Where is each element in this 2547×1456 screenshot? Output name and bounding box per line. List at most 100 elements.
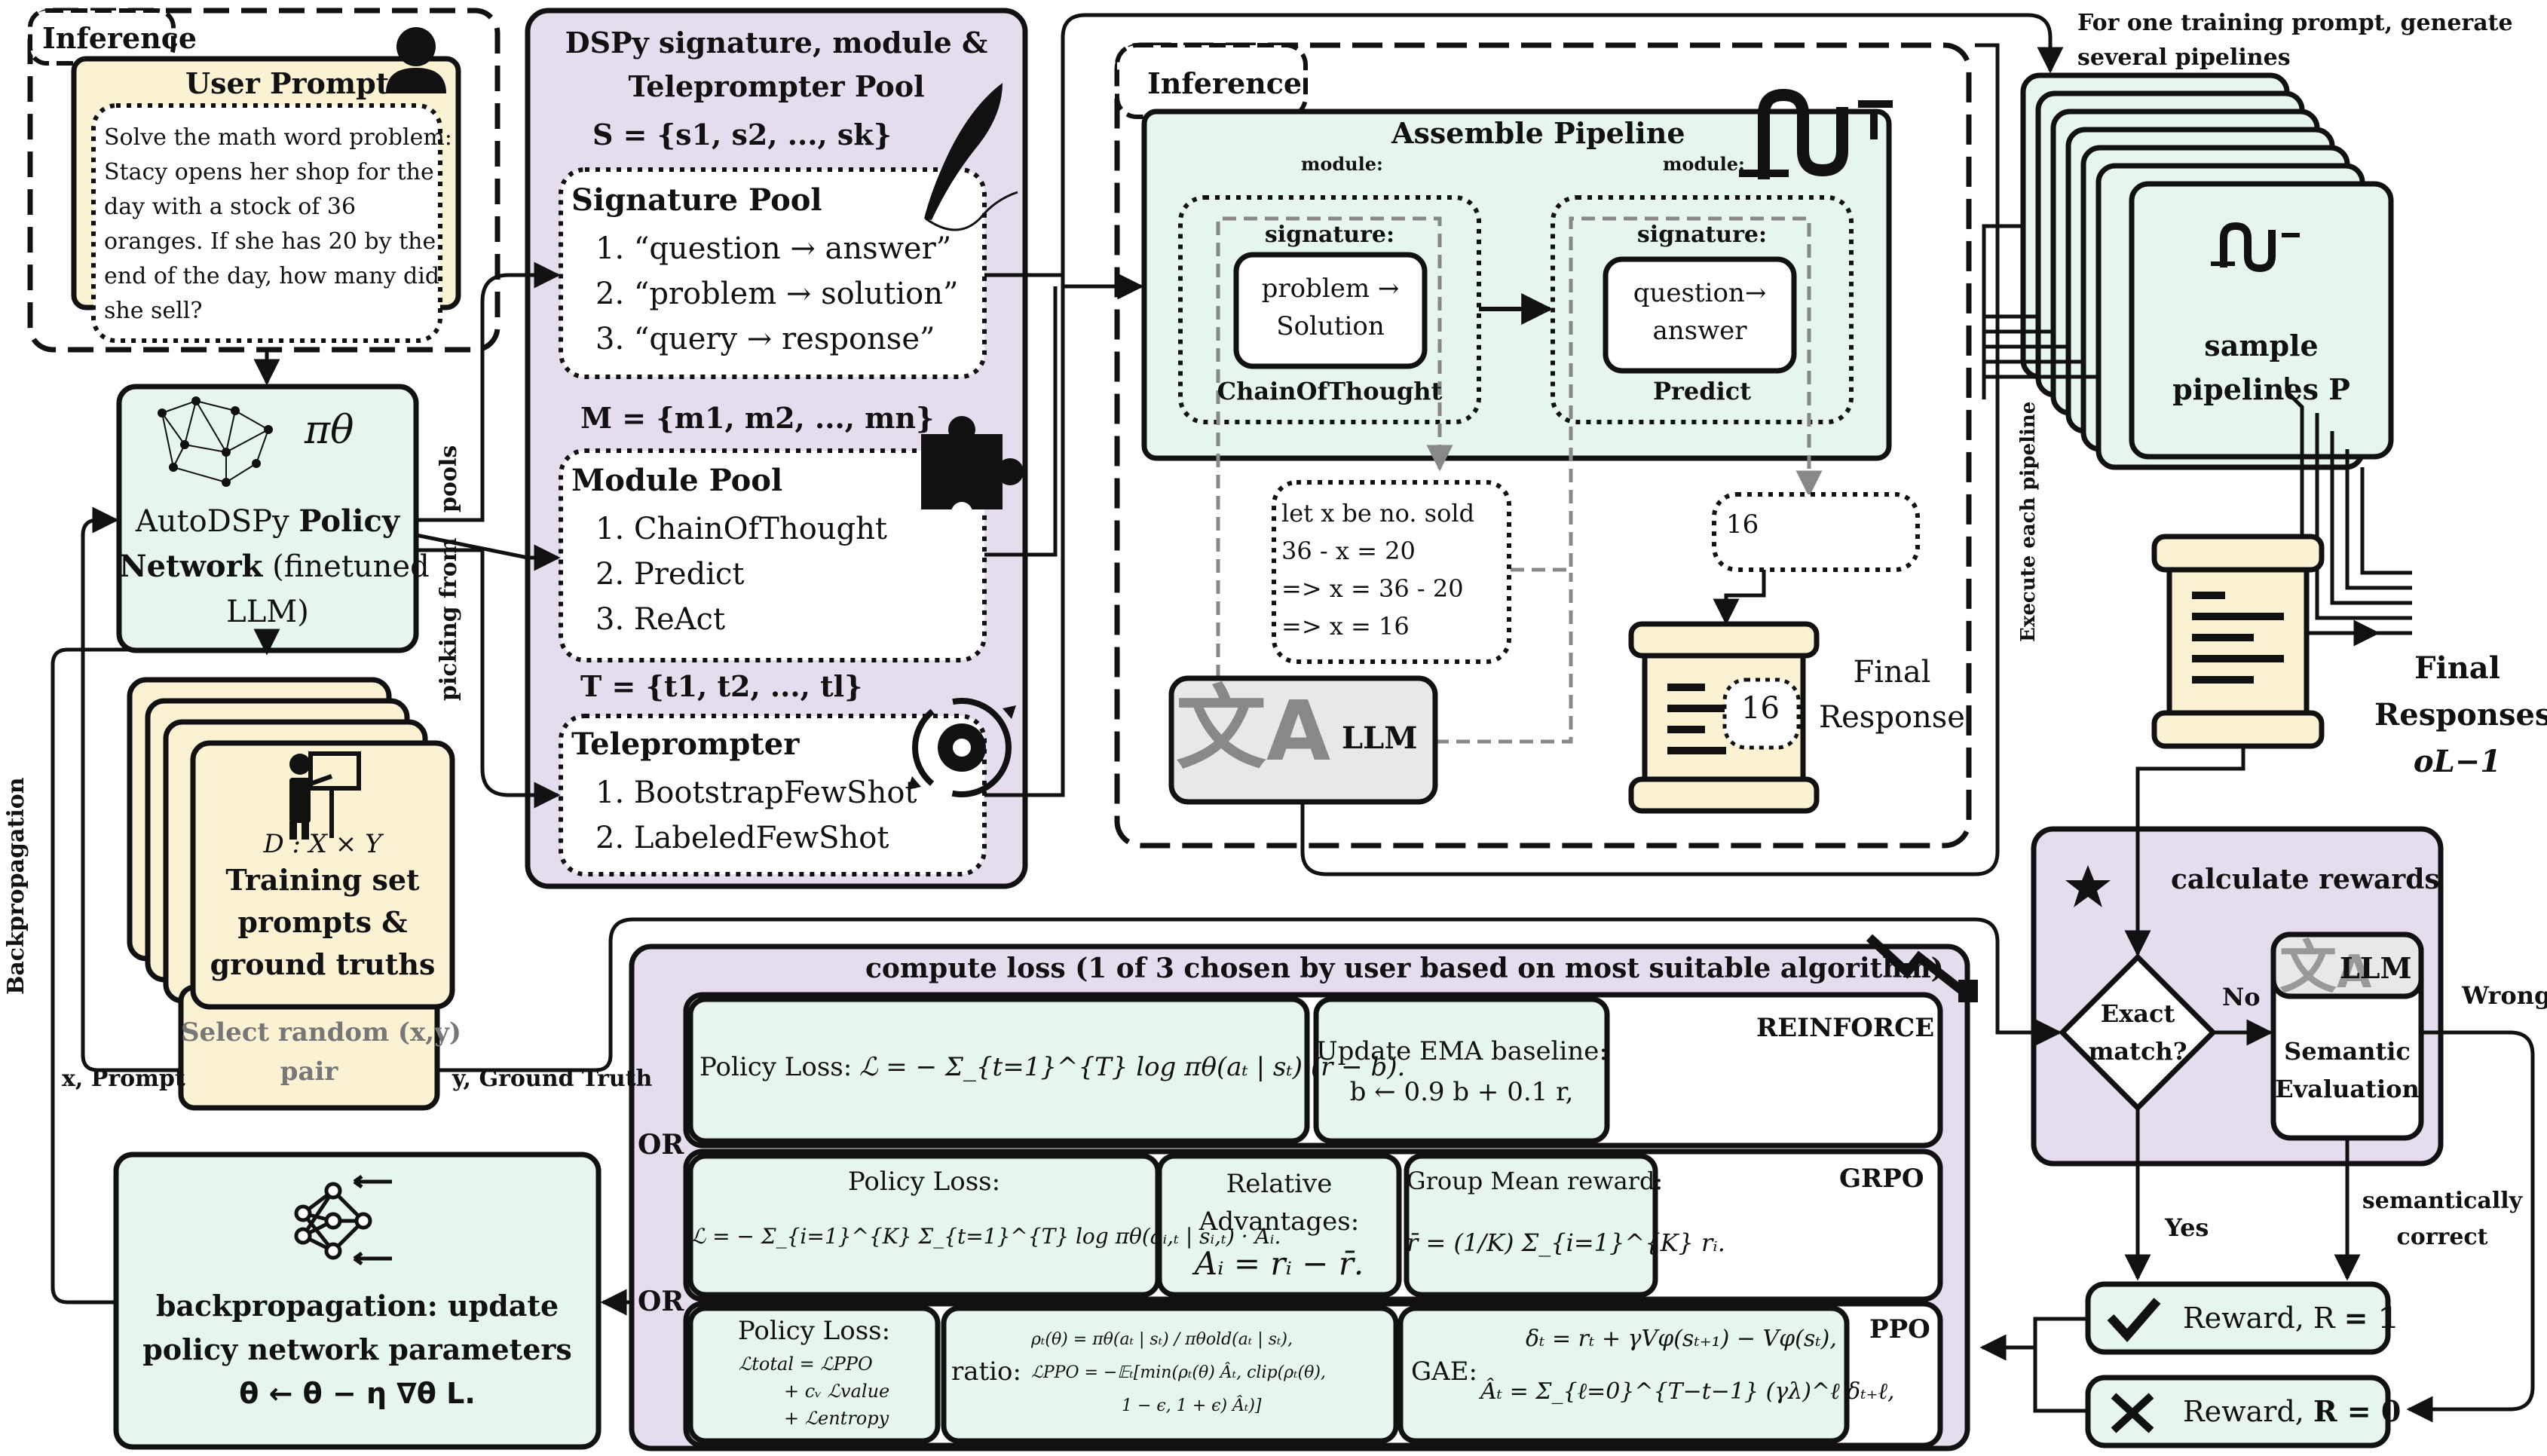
teleprompter-item: 2. LabeledFewShot xyxy=(595,821,889,855)
grpo-policy-label: Policy Loss: xyxy=(847,1167,1001,1197)
ppo-ratio-box xyxy=(941,1305,1399,1444)
check-icon xyxy=(2107,1298,2161,1343)
grpo-formula: ℒ = − Σ_{i=1}^{K} Σ_{t=1}^{T} log πθ(aᵢ,… xyxy=(690,1224,1281,1249)
gae-text: δₜ = rₜ + γVφ(sₜ₊₁) − Vφ(sₜ), Âₜ = Σ_{ℓ=… xyxy=(1480,1313,1895,1418)
picking-from-label: picking from xyxy=(436,537,462,701)
group-mean-formula: r̄ = (1/K) Σ_{i=1}^{K} rᵢ. xyxy=(1407,1228,1725,1257)
backprop-text: backpropagation: update policy network p… xyxy=(116,1284,598,1415)
loss-zigzag-head xyxy=(1958,980,1978,1002)
module-name-2: Predict xyxy=(1652,377,1752,405)
pool-title-line: DSPy signature, module & xyxy=(565,26,988,60)
ppo-total-line: + ℒentropy xyxy=(784,1408,889,1429)
arrow-wrong xyxy=(2406,1030,2535,1423)
pool-title-line: Teleprompter Pool xyxy=(628,69,925,103)
sig1-line: problem → xyxy=(1261,274,1400,304)
policy-line1-bold: Policy xyxy=(298,503,400,539)
final-responses-scroll-icon xyxy=(2151,534,2325,749)
reasoning-line: let x be no. sold xyxy=(1281,499,1475,528)
ppo-tag: PPO xyxy=(1869,1314,1930,1344)
dashed-guide-1 xyxy=(1216,216,1453,678)
signature-label-1: signature: xyxy=(1264,222,1395,248)
prompt-line: oranges. If she has 20 by the xyxy=(104,228,436,255)
reasoning-line: => x = 36 - 20 xyxy=(1281,574,1464,603)
semantic-line: Evaluation xyxy=(2275,1075,2420,1103)
module-pool-box xyxy=(559,448,987,662)
ppo-policy-label: Policy Loss: xyxy=(737,1316,891,1346)
module-pool-list: 1. ChainOfThought 2. Predict 3. ReAct xyxy=(595,506,887,642)
responses-lines xyxy=(2285,377,2412,635)
backpropagation-vertical-label: Backpropagation xyxy=(3,777,29,995)
select-line: pair xyxy=(280,1057,338,1087)
prompt-line: day with a stock of 36 xyxy=(104,194,357,220)
select-line: Select random (x,y) xyxy=(181,1017,461,1048)
scroll-icon xyxy=(1628,621,1820,814)
yes-label: Yes xyxy=(2165,1213,2209,1242)
final-responses-sub: oL−1 xyxy=(2413,744,2502,779)
module-label-2: module: xyxy=(1663,153,1745,175)
answer-box xyxy=(1712,492,1920,572)
policy-line2-plain: (finetuned xyxy=(262,549,430,584)
ema-line-1: Update EMA baseline: xyxy=(1316,1036,1608,1066)
gae-label: GAE: xyxy=(1411,1357,1477,1387)
module-box-1 xyxy=(1178,195,1481,424)
semantic-eval-label: Semantic Evaluation xyxy=(2273,1032,2421,1108)
exact-line: Exact xyxy=(2100,999,2175,1028)
gae-line: Âₜ = Σ_{ℓ=0}^{T−t−1} (γλ)^ℓ δₜ₊ℓ, xyxy=(1480,1378,1895,1405)
arrow-backprop-loop xyxy=(51,629,280,1305)
signature-inner-2 xyxy=(1603,256,1797,374)
x-prompt-label: x, Prompt xyxy=(62,1066,185,1092)
backprop-line: policy network parameters xyxy=(142,1332,572,1366)
training-formula: D : X × Y xyxy=(263,829,382,859)
signature-item: 3. “query → response” xyxy=(595,322,935,356)
semantically-correct-label: semantically correct xyxy=(2359,1183,2525,1256)
arrow-scroll-to-exact xyxy=(2124,746,2245,957)
reward-one-bold: = 1 xyxy=(2343,1301,2399,1335)
training-line: ground truths xyxy=(210,947,436,981)
pools-label: pools xyxy=(436,445,462,512)
group-mean-box xyxy=(1404,1153,1658,1298)
user-prompt-title: User Prompt xyxy=(185,66,390,100)
arrow-select-to-policy xyxy=(81,506,181,1072)
signature-item: 2. “problem → solution” xyxy=(595,277,959,311)
relative-adv-formula: Aᵢ = rᵢ − r̄. xyxy=(1194,1245,1364,1282)
prompt-line: she sell? xyxy=(104,298,203,324)
reinforce-formula: ℒ = − Σ_{t=1}^{T} log πθ(aₜ | sₜ) (r − b… xyxy=(859,1052,1406,1082)
arrow-to-pipelines xyxy=(1061,13,2064,286)
signature-text-2: question→ answer xyxy=(1606,274,1794,350)
exact-match-label: Exact match? xyxy=(2062,995,2213,1070)
pipelines-caption-line: For one training prompt, generate xyxy=(2077,10,2513,36)
reasoning-line: 36 - x = 20 xyxy=(1281,537,1416,565)
signature-set-def: S = {s1, s2, ..., sk} xyxy=(592,118,892,151)
semantic-translate-icon: 文A xyxy=(2279,934,2372,1001)
module-label-1: module: xyxy=(1301,153,1383,175)
reasoning-line: => x = 16 xyxy=(1281,612,1410,641)
reinforce-policy-box xyxy=(687,996,1310,1144)
pool-title: DSPy signature, module & Teleprompter Po… xyxy=(528,21,1025,109)
training-line: prompts & xyxy=(237,905,408,939)
execute-each-pipeline-label: Execute each pipeline xyxy=(2017,401,2040,642)
teleprompter-list: 1. BootstrapFewShot 2. LabeledFewShot xyxy=(595,770,917,861)
ema-box xyxy=(1313,996,1610,1144)
policy-label: AutoDSPy Policy Network (finetuned LLM) xyxy=(119,499,430,635)
semantic-llm-header xyxy=(2270,931,2424,999)
policy-line2-bold: Network xyxy=(119,549,263,584)
gae-line: δₜ = rₜ + γVφ(sₜ₊₁) − Vφ(sₜ), xyxy=(1526,1326,1837,1352)
inference-left-frame xyxy=(27,8,501,353)
pipelines-caption-line: several pipelines xyxy=(2077,44,2291,71)
sample-line: pipelines P xyxy=(2172,372,2350,406)
final-responses-line: Responses xyxy=(2374,697,2547,733)
or-label-1: OR xyxy=(638,1129,684,1161)
teacher-icon xyxy=(289,751,361,840)
teleprompter-item: 1. BootstrapFewShot xyxy=(595,775,917,810)
teleprompter-set-def: T = {t1, t2, ..., tl} xyxy=(580,669,863,703)
network-graph-icon xyxy=(294,1174,392,1266)
neural-net-icon xyxy=(158,396,273,487)
signature-item: 1. “question → answer” xyxy=(595,231,952,266)
compute-loss-title: compute loss (1 of 3 chosen by user base… xyxy=(865,953,1944,984)
inference-mid-tag: Inference xyxy=(1147,66,1303,100)
person-icon xyxy=(386,27,446,93)
cross-icon xyxy=(2111,1393,2154,1433)
ratio-line: 1 − ϵ, 1 + ϵ) Âₜ)] xyxy=(1122,1396,1262,1415)
signature-pool-list: 1. “question → answer” 2. “problem → sol… xyxy=(595,226,958,362)
exact-line: match? xyxy=(2088,1037,2187,1066)
